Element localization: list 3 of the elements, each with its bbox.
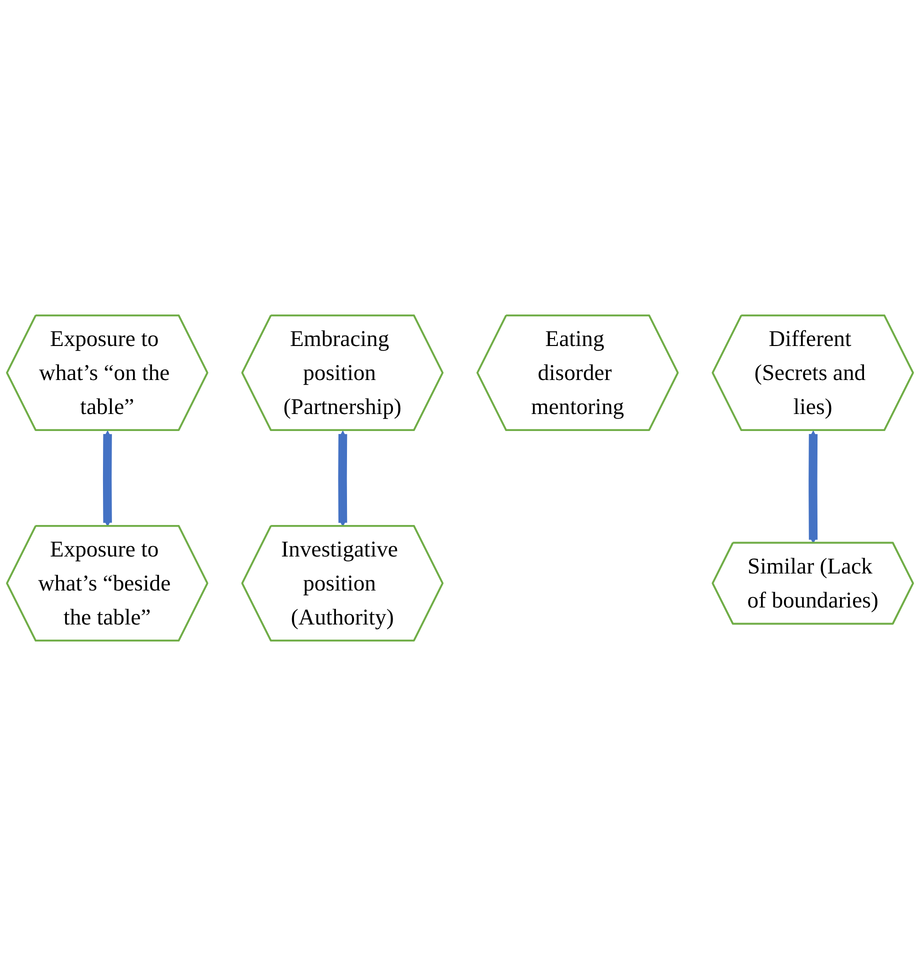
arrow [102, 430, 112, 527]
arrow [808, 430, 818, 544]
arrow [338, 430, 348, 527]
